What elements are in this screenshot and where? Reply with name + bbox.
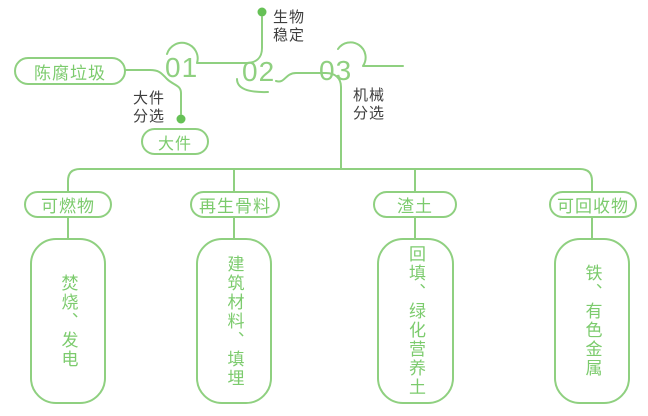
line-source-to-step1 bbox=[125, 69, 182, 115]
source-node: 陈腐垃圾 bbox=[14, 57, 126, 85]
result-label: 铁、有色金属 bbox=[582, 264, 602, 378]
bulky-item-node: 大件 bbox=[141, 128, 209, 155]
result-node-metals: 铁、有色金属 bbox=[554, 238, 630, 404]
category-node-combustible: 可燃物 bbox=[24, 191, 112, 218]
result-node-backfill: 回填、绿化营养土 bbox=[377, 238, 454, 404]
connector-dot bbox=[176, 114, 186, 124]
step-label-bio-stabilization: 生物 稳定 bbox=[273, 9, 306, 44]
step-number-2: 02 bbox=[242, 56, 276, 87]
connector-dot bbox=[257, 7, 267, 17]
step-label-mechanical-sorting: 机械 分选 bbox=[353, 87, 386, 122]
source-node-label: 陈腐垃圾 bbox=[34, 63, 106, 83]
step-number-1: 01 bbox=[165, 52, 199, 83]
category-label: 再生骨料 bbox=[199, 197, 271, 216]
arc-step3 bbox=[337, 41, 404, 67]
result-label: 回填、绿化营养土 bbox=[406, 245, 425, 397]
arc-step2 bbox=[236, 78, 269, 94]
step-number-3: 03 bbox=[319, 55, 353, 86]
category-node-recycled-aggregate: 再生骨料 bbox=[190, 191, 280, 218]
result-label: 建筑材料、填埋 bbox=[224, 254, 244, 388]
line-step2-to-step3 bbox=[275, 72, 342, 170]
distribution-rail bbox=[67, 168, 593, 192]
bulky-item-label: 大件 bbox=[157, 135, 192, 153]
result-node-incineration: 焚烧、发电 bbox=[30, 238, 106, 404]
category-label: 渣土 bbox=[397, 197, 433, 216]
arc-step1 bbox=[166, 16, 263, 64]
category-label: 可回收物 bbox=[557, 197, 629, 216]
result-label: 焚烧、发电 bbox=[58, 273, 78, 369]
category-node-slag-soil: 渣土 bbox=[373, 191, 457, 218]
category-node-recyclables: 可回收物 bbox=[549, 191, 637, 218]
category-label: 可燃物 bbox=[41, 197, 95, 216]
result-node-building-material: 建筑材料、填埋 bbox=[196, 238, 272, 404]
step-label-bulky-sorting: 大件 分选 bbox=[133, 90, 166, 125]
